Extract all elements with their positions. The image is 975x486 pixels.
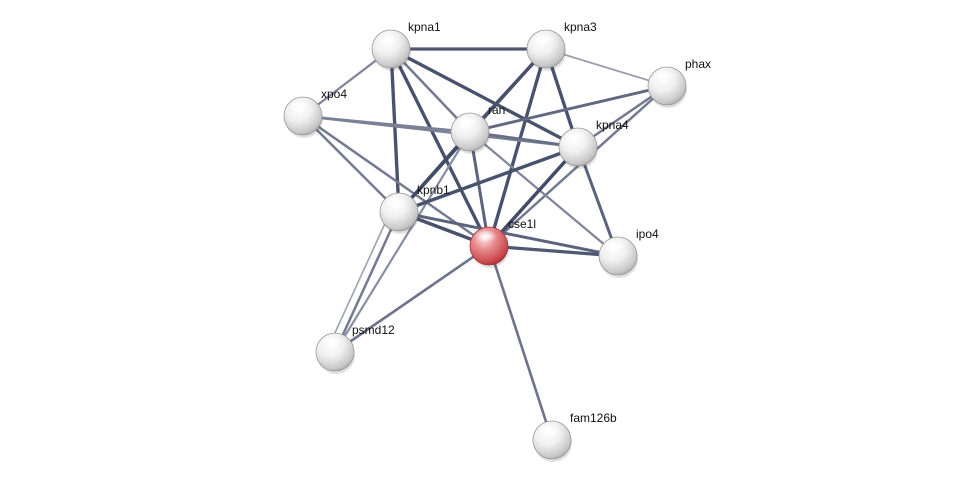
node-ipo4[interactable]: ipo4 xyxy=(598,227,659,278)
edge-cse1l-fam126b[interactable] xyxy=(487,244,554,442)
node-label-kpnb1: kpnb1 xyxy=(417,183,450,197)
edge-xpo4-kpnb1[interactable] xyxy=(301,114,401,214)
node-label-kpna1: kpna1 xyxy=(408,20,441,34)
edge-kpna1-kpna4[interactable] xyxy=(389,47,580,149)
node-highlight xyxy=(456,116,478,128)
edge-kpnb1-psmd12[interactable] xyxy=(326,207,393,350)
edge-phax-ran[interactable] xyxy=(468,84,669,134)
node-highlight xyxy=(385,196,407,208)
node-label-ipo4: ipo4 xyxy=(636,227,659,241)
edge-kpnb1-psmd12[interactable] xyxy=(333,210,401,354)
nodes-layer: kpna1 kpna3 phax xpo4 ran kpna4 kpnb1 cse1l ipo4… xyxy=(283,20,711,462)
node-highlight xyxy=(532,33,554,45)
node-psmd12[interactable]: psmd12 xyxy=(315,323,395,374)
node-highlight xyxy=(538,424,560,436)
node-label-kpna4: kpna4 xyxy=(596,118,629,132)
node-label-kpna3: kpna3 xyxy=(564,20,597,34)
node-highlight xyxy=(321,336,343,348)
node-kpna4[interactable]: kpna4 xyxy=(558,118,629,169)
edge-kpna4-kpnb1[interactable] xyxy=(397,145,580,214)
node-xpo4[interactable]: xpo4 xyxy=(283,87,347,138)
node-label-cse1l: cse1l xyxy=(508,217,536,231)
node-highlight xyxy=(653,70,675,82)
edge-kpnb1-ipo4[interactable] xyxy=(397,210,620,258)
node-kpnb1[interactable]: kpnb1 xyxy=(379,183,450,234)
node-highlight xyxy=(564,131,586,143)
node-highlight xyxy=(604,240,626,252)
node-kpna1[interactable]: kpna1 xyxy=(371,20,441,71)
node-fam126b[interactable]: fam126b xyxy=(532,411,617,462)
node-highlight xyxy=(377,33,399,45)
node-kpna3[interactable]: kpna3 xyxy=(526,20,597,71)
edge-kpna1-kpnb1[interactable] xyxy=(389,47,401,214)
edge-ran-psmd12[interactable] xyxy=(333,130,472,354)
node-label-phax: phax xyxy=(685,57,711,71)
node-phax[interactable]: phax xyxy=(647,57,711,108)
node-cse1l[interactable]: cse1l xyxy=(469,217,536,268)
edge-cse1l-psmd12[interactable] xyxy=(333,244,491,354)
node-highlight xyxy=(289,100,311,112)
node-label-fam126b: fam126b xyxy=(570,411,617,425)
edge-ran-ipo4[interactable] xyxy=(468,130,620,258)
node-label-psmd12: psmd12 xyxy=(352,323,395,337)
node-label-ran: ran xyxy=(488,103,505,117)
edge-kpna3-phax[interactable] xyxy=(545,48,668,87)
node-label-xpo4: xpo4 xyxy=(321,87,347,101)
edge-kpna4-cse1l[interactable] xyxy=(487,145,580,248)
node-highlight xyxy=(475,230,497,242)
node-ran[interactable]: ran xyxy=(450,103,505,154)
edge-kpna1-cse1l[interactable] xyxy=(389,47,491,248)
edge-cse1l-ipo4[interactable] xyxy=(487,244,620,258)
edge-kpna3-cse1l[interactable] xyxy=(487,47,548,248)
